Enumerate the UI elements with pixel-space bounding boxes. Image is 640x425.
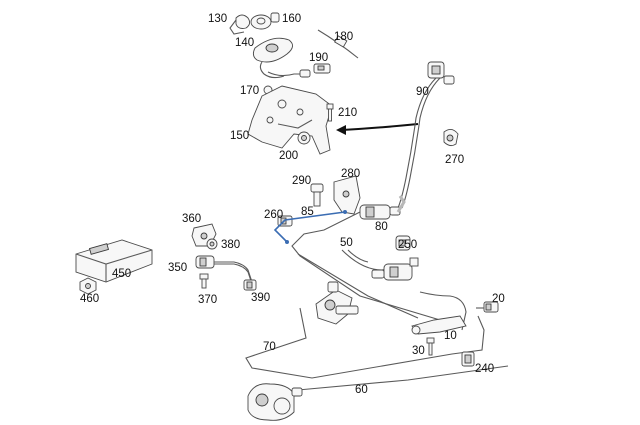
callout-350: 350 xyxy=(168,262,187,274)
callout-360: 360 xyxy=(182,213,201,225)
part-140-mount-plate[interactable] xyxy=(252,37,293,79)
part-450-control-module[interactable] xyxy=(75,239,153,283)
callout-380: 380 xyxy=(221,239,240,251)
callout-250: 250 xyxy=(398,239,417,251)
callout-390: 390 xyxy=(251,292,270,304)
part-80-valve[interactable] xyxy=(359,204,401,220)
part-390-clip[interactable] xyxy=(243,279,257,291)
callout-460: 460 xyxy=(80,293,99,305)
callout-280: 280 xyxy=(341,168,360,180)
callout-10: 10 xyxy=(444,330,457,342)
callout-260: 260 xyxy=(264,209,283,221)
part-200-nut[interactable] xyxy=(297,131,311,145)
callout-190: 190 xyxy=(309,52,328,64)
callout-290: 290 xyxy=(292,175,311,187)
callout-270: 270 xyxy=(445,154,464,166)
part-280-bracket[interactable] xyxy=(333,175,361,215)
callout-200: 200 xyxy=(279,150,298,162)
part-270-clip[interactable] xyxy=(443,129,459,147)
callout-85: 85 xyxy=(301,206,314,218)
part-160-grommet[interactable] xyxy=(250,14,272,30)
part-50-hose[interactable] xyxy=(347,249,369,263)
part-85-line[interactable] xyxy=(273,210,347,244)
part-160-nut[interactable] xyxy=(270,12,280,23)
part-130-clip[interactable] xyxy=(229,14,251,35)
part-modulator-valve[interactable] xyxy=(371,257,419,281)
callout-140: 140 xyxy=(235,37,254,49)
callout-180: 180 xyxy=(334,31,353,43)
callout-170: 170 xyxy=(240,85,259,97)
part-250-valve[interactable] xyxy=(395,235,411,251)
part-180-cable-tie[interactable] xyxy=(317,29,359,59)
callout-130: 130 xyxy=(208,13,227,25)
part-210-bolt[interactable] xyxy=(326,103,334,122)
callout-60: 60 xyxy=(355,384,368,396)
part-90-sensor[interactable] xyxy=(397,61,455,209)
part-350-sensor[interactable] xyxy=(195,255,253,285)
part-10-lever[interactable] xyxy=(411,315,467,335)
part-240-clip[interactable] xyxy=(461,351,475,367)
part-460-nut[interactable] xyxy=(79,277,97,295)
part-brake-unit[interactable] xyxy=(247,383,303,421)
callout-160: 160 xyxy=(282,13,301,25)
part-30-bolt[interactable] xyxy=(426,337,435,356)
part-actuator[interactable] xyxy=(315,281,359,325)
part-380-nut[interactable] xyxy=(206,238,218,250)
callout-150: 150 xyxy=(230,130,249,142)
brake-line-network[interactable] xyxy=(245,195,509,391)
part-20-sensor[interactable] xyxy=(476,301,499,313)
callout-210: 210 xyxy=(338,107,357,119)
callout-90: 90 xyxy=(416,86,429,98)
part-150-bracket[interactable] xyxy=(247,85,333,155)
part-290-bolt[interactable] xyxy=(310,183,324,207)
callout-450: 450 xyxy=(112,268,131,280)
direction-arrow xyxy=(336,123,419,135)
part-190-clip[interactable] xyxy=(313,63,331,74)
callout-30: 30 xyxy=(412,345,425,357)
callout-370: 370 xyxy=(198,294,217,306)
callout-20: 20 xyxy=(492,293,505,305)
callout-50: 50 xyxy=(340,237,353,249)
part-370-bolt[interactable] xyxy=(199,273,209,289)
callout-70: 70 xyxy=(263,341,276,353)
callout-240: 240 xyxy=(475,363,494,375)
callout-80: 80 xyxy=(375,221,388,233)
